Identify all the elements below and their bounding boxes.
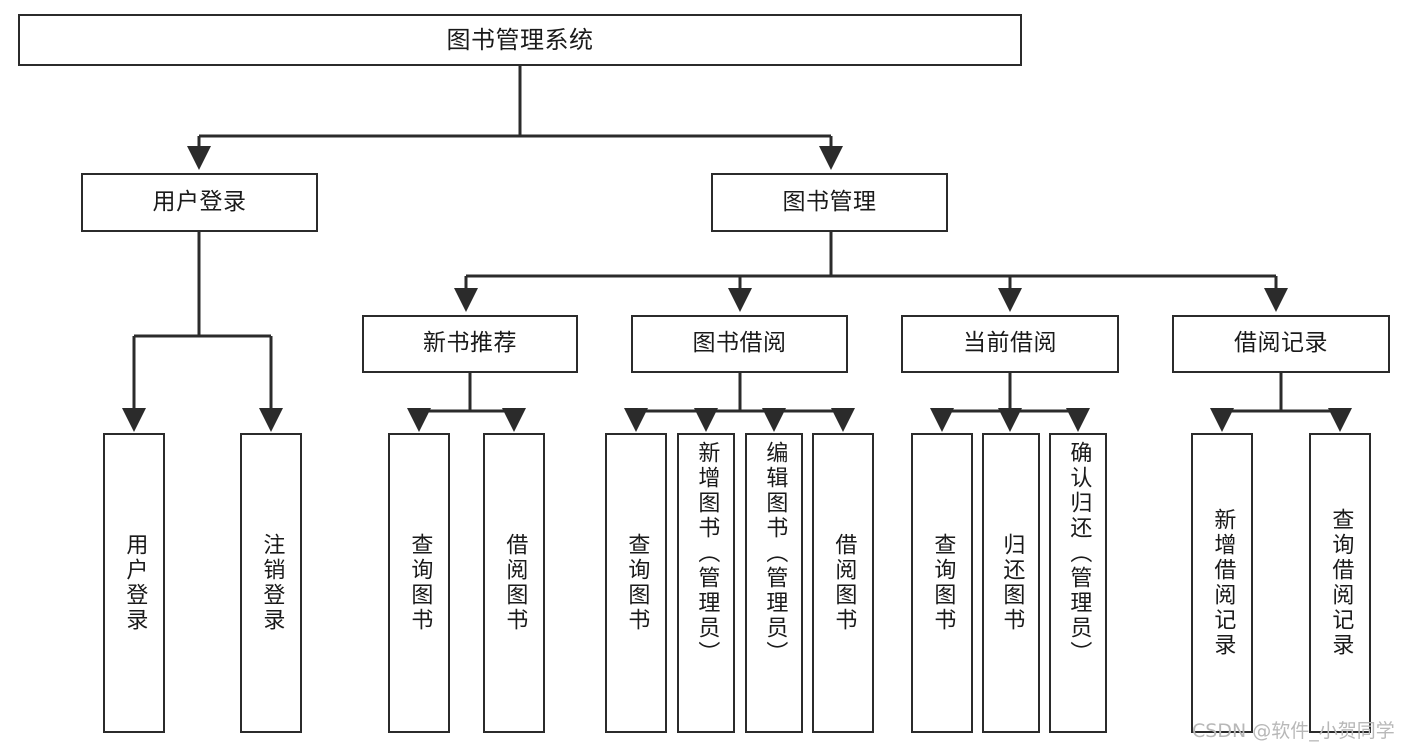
node-label: 新增借阅记录 (1210, 508, 1236, 658)
node-root-system[interactable]: 图书管理系统 (18, 14, 1022, 66)
node-label: 图书管理系统 (446, 25, 594, 54)
node-leaf-logout[interactable]: 注销登录 (240, 433, 302, 733)
node-label: 注销登录 (259, 533, 285, 633)
node-leaf-confirm-return[interactable]: 确认归还（管理员） (1049, 433, 1107, 733)
node-leaf-borrow-book-1[interactable]: 借阅图书 (483, 433, 545, 733)
node-label: 当前借阅 (963, 330, 1057, 357)
node-book-management[interactable]: 图书管理 (711, 173, 948, 232)
node-label: 图书借阅 (692, 330, 787, 357)
node-leaf-add-record[interactable]: 新增借阅记录 (1191, 433, 1253, 733)
node-label: 查询图书 (624, 533, 650, 633)
node-label: 确认归还（管理员） (1066, 441, 1092, 666)
node-label: 编辑图书（管理员） (762, 441, 788, 666)
node-label: 借阅图书 (502, 533, 528, 633)
node-leaf-user-login[interactable]: 用户登录 (103, 433, 165, 733)
node-label: 用户登录 (122, 533, 148, 633)
node-label: 用户登录 (152, 188, 247, 215)
node-new-book-recommend[interactable]: 新书推荐 (362, 315, 578, 373)
watermark: CSDN @软件_小贺同学 (1192, 720, 1395, 742)
node-borrow-record[interactable]: 借阅记录 (1172, 315, 1390, 373)
node-leaf-return-book[interactable]: 归还图书 (982, 433, 1040, 733)
node-leaf-edit-book[interactable]: 编辑图书（管理员） (745, 433, 803, 733)
node-label: 借阅记录 (1234, 330, 1328, 357)
node-label: 查询图书 (407, 533, 433, 633)
node-book-borrow[interactable]: 图书借阅 (631, 315, 848, 373)
node-label: 查询借阅记录 (1328, 508, 1354, 658)
node-label: 借阅图书 (831, 533, 857, 633)
node-label: 查询图书 (930, 533, 956, 633)
node-current-borrow[interactable]: 当前借阅 (901, 315, 1119, 373)
node-leaf-query-record[interactable]: 查询借阅记录 (1309, 433, 1371, 733)
node-leaf-query-book-2[interactable]: 查询图书 (605, 433, 667, 733)
node-leaf-query-book-1[interactable]: 查询图书 (388, 433, 450, 733)
node-label: 图书管理 (782, 188, 877, 215)
node-leaf-borrow-book-2[interactable]: 借阅图书 (812, 433, 874, 733)
node-label: 新增图书（管理员） (694, 441, 720, 666)
node-leaf-query-book-3[interactable]: 查询图书 (911, 433, 973, 733)
node-user-login[interactable]: 用户登录 (81, 173, 318, 232)
node-label: 归还图书 (999, 533, 1025, 633)
node-leaf-add-book[interactable]: 新增图书（管理员） (677, 433, 735, 733)
node-label: 新书推荐 (423, 330, 517, 357)
